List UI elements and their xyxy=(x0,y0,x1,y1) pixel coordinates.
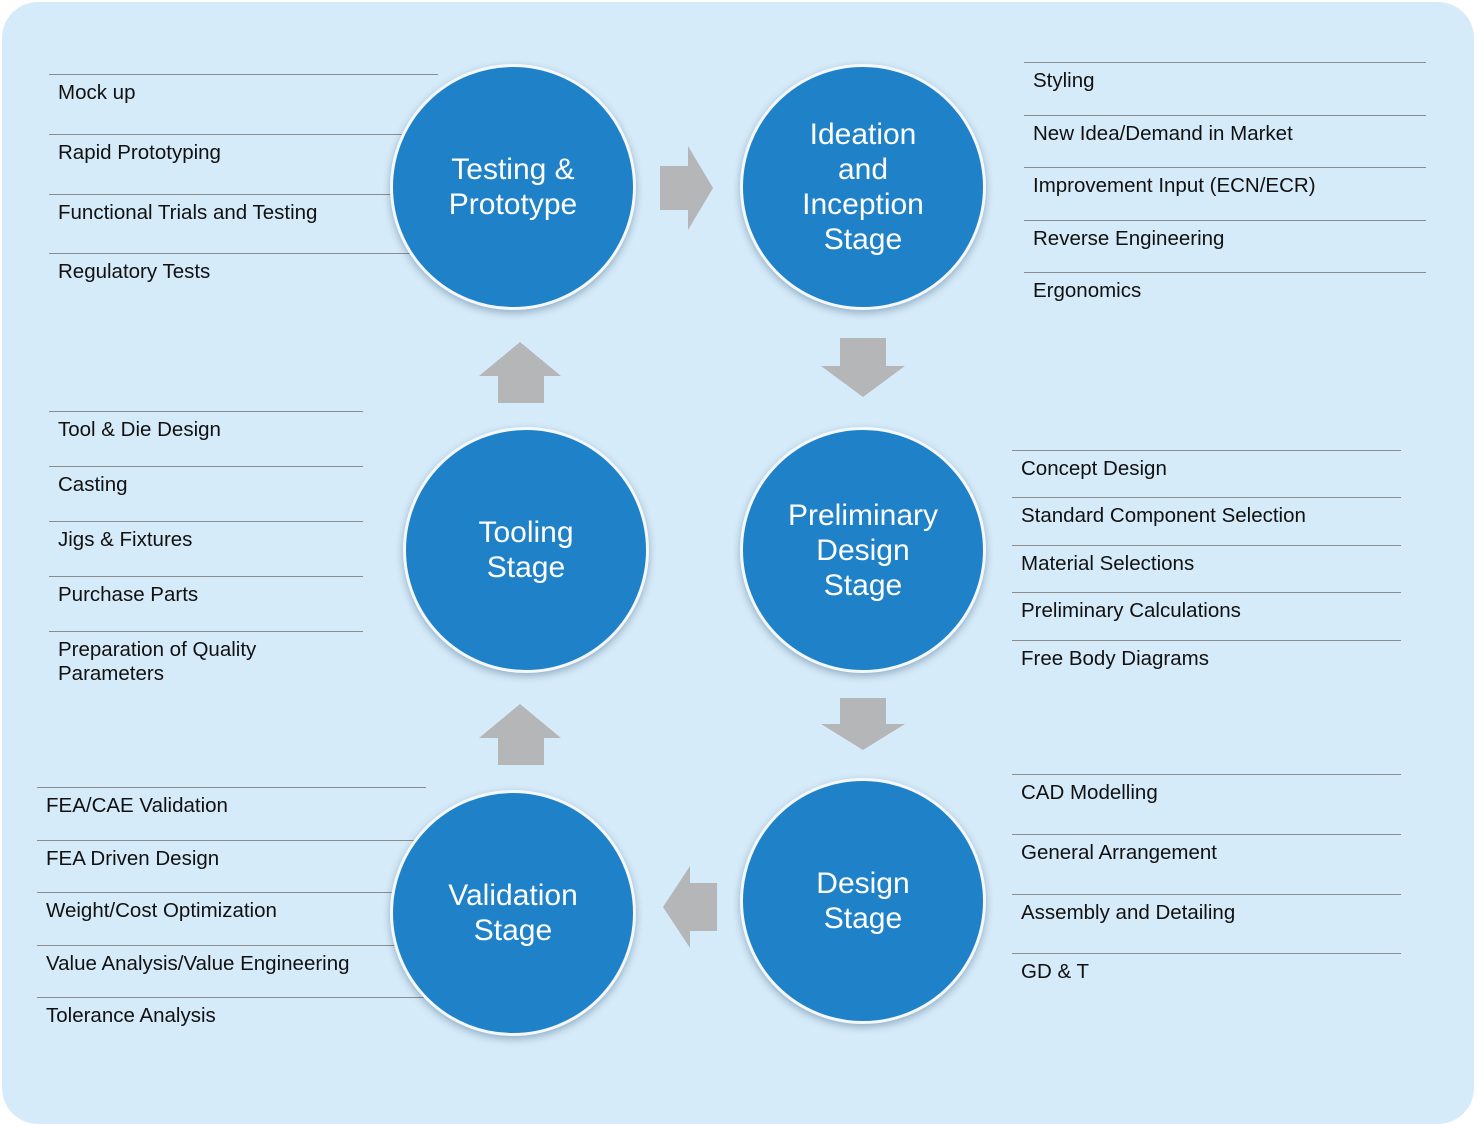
list-item: Free Body Diagrams xyxy=(1012,640,1401,688)
list-item: FEA/CAE Validation xyxy=(37,787,426,840)
list-item: FEA Driven Design xyxy=(37,840,426,892)
stage-label: Design Stage xyxy=(816,867,910,935)
list-item: CAD Modelling xyxy=(1012,774,1401,834)
stage-label: Ideation and Inception Stage xyxy=(802,118,924,256)
list-item: Styling xyxy=(1024,62,1426,115)
stage-design: Design Stage xyxy=(740,778,986,1024)
list-item: Weight/Cost Optimization xyxy=(37,892,426,945)
list-item: Improvement Input (ECN/ECR) xyxy=(1024,167,1426,220)
arrow-testing-to-ideation xyxy=(660,146,713,230)
list-item: GD & T xyxy=(1012,953,1401,1013)
stage-label: Tooling Stage xyxy=(478,516,574,584)
validation-list: FEA/CAE Validation FEA Driven Design Wei… xyxy=(37,787,426,1049)
list-item: Mock up xyxy=(49,74,438,134)
stage-testing-prototype: Testing & Prototype xyxy=(390,64,636,310)
preliminary-list: Concept Design Standard Component Select… xyxy=(1012,450,1401,688)
list-item: Reverse Engineering xyxy=(1024,220,1426,272)
list-item: Ergonomics xyxy=(1024,272,1426,324)
arrow-preliminary-to-design xyxy=(821,698,905,750)
list-item: Preparation of Quality Parameters xyxy=(49,631,363,691)
list-item: Standard Component Selection xyxy=(1012,497,1401,545)
list-item: Rapid Prototyping xyxy=(49,134,438,194)
design-list: CAD Modelling General Arrangement Assemb… xyxy=(1012,774,1401,1013)
stage-label: Testing & Prototype xyxy=(448,153,578,221)
stage-tooling: Tooling Stage xyxy=(403,427,649,673)
tooling-list: Tool & Die Design Casting Jigs & Fixture… xyxy=(49,411,363,691)
list-item: Value Analysis/Value Engineering xyxy=(37,945,426,997)
arrow-design-to-validation xyxy=(663,866,717,948)
arrow-validation-to-tooling xyxy=(479,704,561,765)
stage-preliminary-design: Preliminary Design Stage xyxy=(740,427,986,673)
arrow-tooling-to-testing xyxy=(479,342,561,403)
list-item: Regulatory Tests xyxy=(49,253,438,313)
list-item: Jigs & Fixtures xyxy=(49,521,363,576)
stage-label: Preliminary Design Stage xyxy=(787,498,939,602)
ideation-list: Styling New Idea/Demand in Market Improv… xyxy=(1024,62,1426,324)
testing-list: Mock up Rapid Prototyping Functional Tri… xyxy=(49,74,438,313)
list-item: Tolerance Analysis xyxy=(37,997,426,1049)
list-item: General Arrangement xyxy=(1012,834,1401,894)
list-item: Assembly and Detailing xyxy=(1012,894,1401,953)
list-item: Preliminary Calculations xyxy=(1012,592,1401,640)
list-item: Concept Design xyxy=(1012,450,1401,497)
list-item: Material Selections xyxy=(1012,545,1401,592)
stage-label: Validation Stage xyxy=(448,879,578,947)
arrow-ideation-to-preliminary xyxy=(821,338,905,397)
stage-validation: Validation Stage xyxy=(390,790,636,1036)
list-item: Tool & Die Design xyxy=(49,411,363,466)
list-item: Functional Trials and Testing xyxy=(49,194,438,253)
list-item: Purchase Parts xyxy=(49,576,363,631)
list-item: New Idea/Demand in Market xyxy=(1024,115,1426,167)
stage-ideation-inception: Ideation and Inception Stage xyxy=(740,64,986,310)
list-item: Casting xyxy=(49,466,363,521)
